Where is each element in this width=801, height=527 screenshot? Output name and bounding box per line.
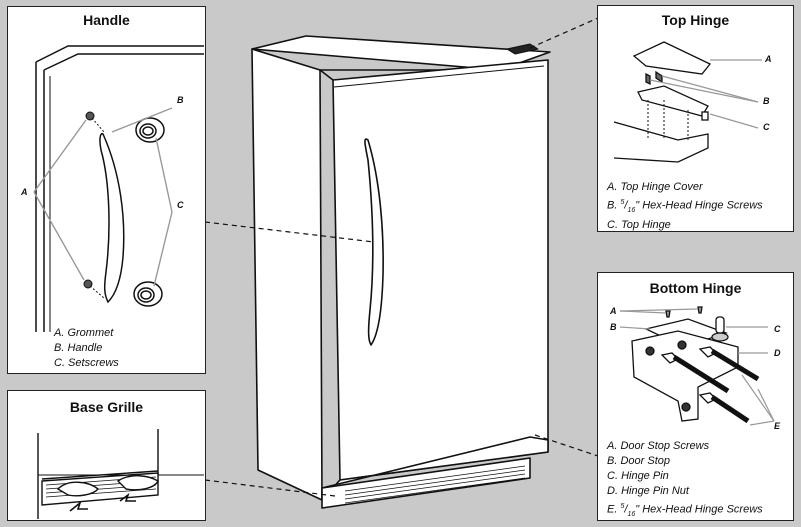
hinge-bolt-icon (660, 352, 730, 394)
handle-callout-c: C (177, 200, 184, 210)
bottom-hinge-panel: Bottom Hinge (597, 272, 794, 521)
bottom-hinge-legend-item: A. Door Stop Screws (607, 440, 710, 452)
base-grille-panel: Base Grille (7, 390, 206, 521)
bottom-hinge-illustration (619, 306, 775, 426)
bottom-hinge-callout-e: E (774, 421, 781, 431)
top-hinge-legend: A. Top Hinge Cover B. 5/16" Hex-Head Hin… (607, 180, 763, 233)
handle-title: Handle (83, 12, 130, 28)
handle-legend: A. Grommet B. Handle C. Setscrews (54, 326, 119, 371)
handle-legend-item: A. Grommet (54, 327, 114, 339)
top-hinge-illustration (613, 41, 762, 163)
bottom-hinge-legend-item: B. Door Stop (607, 455, 670, 467)
bottom-hinge-legend-item: D. Hinge Pin Nut (607, 485, 689, 497)
top-hinge-title: Top Hinge (661, 12, 730, 28)
top-hinge-callout-a: A (765, 54, 772, 64)
bottom-hinge-callout-d: D (774, 348, 781, 358)
setscrew-top-icon (135, 117, 165, 143)
hinge-bolt-icon (698, 346, 760, 382)
base-grille-illustration (37, 429, 204, 519)
hinge-bolt-icon (698, 392, 750, 424)
bottom-hinge-title: Bottom Hinge (649, 280, 742, 296)
top-hinge-plate-icon (637, 85, 709, 117)
handle-callout-b: B (177, 95, 184, 105)
top-hinge-panel: Top Hinge A B C (597, 5, 794, 232)
handle-illustration (33, 45, 204, 332)
top-hinge-legend-item: B. 5/16" Hex-Head Hinge Screws (607, 199, 763, 214)
setscrew-bottom-icon (133, 281, 163, 307)
handle-panel: Handle (7, 6, 206, 374)
bottom-hinge-legend: A. Door Stop Screws B. Door Stop C. Hing… (607, 439, 763, 522)
top-hinge-callout-c: C (763, 122, 770, 132)
top-hinge-cover-icon (632, 41, 712, 75)
bottom-hinge-callout-c: C (774, 324, 781, 334)
handle-legend-item: C. Setscrews (54, 357, 119, 369)
bottom-hinge-legend-item: C. Hinge Pin (607, 470, 669, 482)
leader-lines (204, 17, 599, 497)
base-grille-title: Base Grille (69, 399, 144, 415)
handle-legend-item: B. Handle (54, 342, 103, 354)
top-hinge-callout-b: B (763, 96, 770, 106)
bottom-hinge-callout-b: B (610, 322, 617, 332)
bottom-hinge-legend-item: E. 5/16" Hex-Head Hinge Screws (607, 503, 763, 518)
bottom-hinge-callout-a: A (610, 306, 617, 316)
top-hinge-legend-item: C. Top Hinge (607, 218, 671, 231)
top-hinge-legend-item: A. Top Hinge Cover (607, 181, 703, 193)
refrigerator-illustration (251, 35, 551, 509)
handle-callout-a: A (21, 187, 28, 197)
